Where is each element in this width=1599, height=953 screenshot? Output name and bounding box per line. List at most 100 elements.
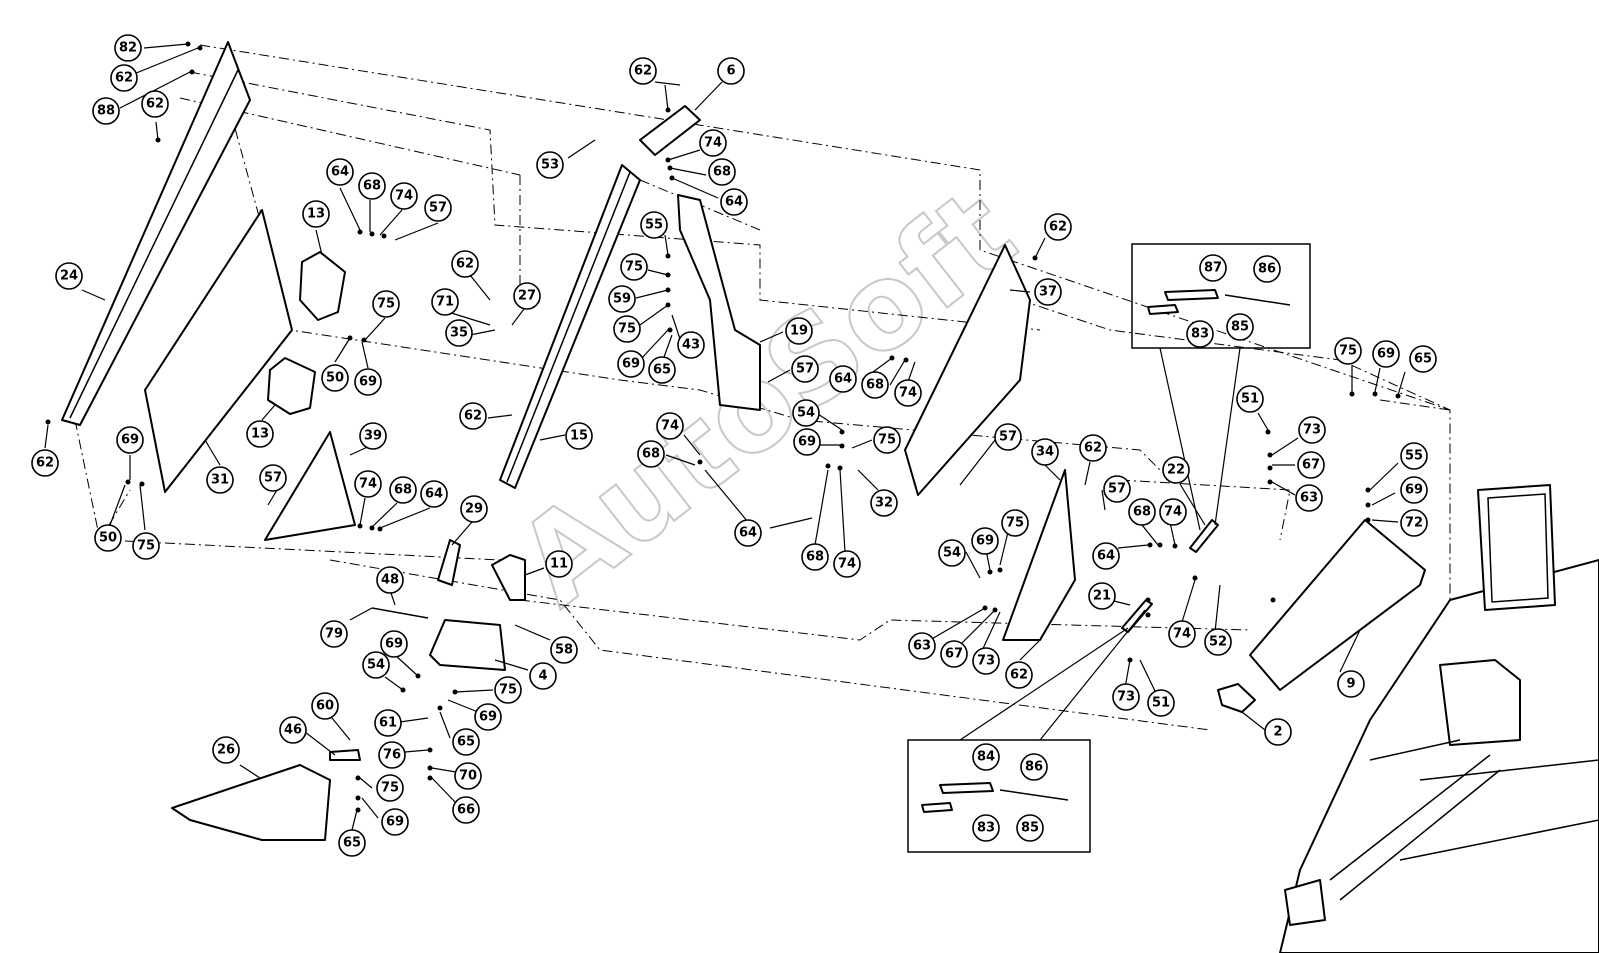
callout-label: 86	[1258, 262, 1276, 277]
callout-label: 85	[1231, 320, 1249, 335]
callout-label: 6	[726, 64, 735, 79]
callout-label: 54	[943, 546, 961, 561]
callout-circle	[454, 762, 482, 790]
callout-label: 62	[36, 456, 54, 471]
callout-34: 34	[1031, 438, 1059, 466]
callout-label: 68	[866, 378, 884, 393]
callout-83: 83	[1186, 320, 1214, 348]
callout-label: 74	[899, 386, 917, 401]
callout-circle	[116, 426, 144, 454]
callout-label: 74	[838, 557, 856, 572]
callout-label: 68	[642, 447, 660, 462]
part-26-hopper	[171, 764, 331, 841]
part-11-bracket	[491, 554, 526, 601]
callout-circle	[338, 829, 366, 857]
callout-circle	[1088, 582, 1116, 610]
callout-circle	[1005, 661, 1033, 689]
part-48-shaft	[371, 607, 429, 619]
callout-circle	[31, 449, 59, 477]
callout-circle	[971, 527, 999, 555]
callout-75: 75	[873, 426, 901, 454]
callout-64: 64	[326, 158, 354, 186]
callout-69: 69	[116, 426, 144, 454]
callout-73: 73	[972, 647, 1000, 675]
callout-circle	[550, 636, 578, 664]
callout-label: 54	[797, 406, 815, 421]
callout-label: 34	[1036, 445, 1054, 460]
callout-circle	[1031, 438, 1059, 466]
callout-64: 64	[420, 480, 448, 508]
callout-label: 73	[977, 654, 995, 669]
callout-label: 61	[379, 716, 397, 731]
callout-circle	[494, 676, 522, 704]
callout-51: 51	[1147, 689, 1175, 717]
callout-label: 69	[1405, 483, 1423, 498]
callout-61: 61	[374, 709, 402, 737]
callout-label: 68	[1133, 505, 1151, 520]
callout-68: 68	[1128, 498, 1156, 526]
callout-label: 50	[99, 531, 117, 546]
callout-68: 68	[801, 543, 829, 571]
callout-70: 70	[454, 762, 482, 790]
callout-65: 65	[1409, 345, 1437, 373]
callout-label: 4	[538, 669, 547, 684]
callout-circle	[972, 814, 1000, 842]
callout-69: 69	[354, 368, 382, 396]
callout-52: 52	[1204, 628, 1232, 656]
callout-75: 75	[494, 676, 522, 704]
callout-48: 48	[376, 566, 404, 594]
callout-85: 85	[1016, 814, 1044, 842]
callout-label: 48	[381, 573, 399, 588]
callout-circle	[1298, 416, 1326, 444]
callout-74: 74	[1168, 620, 1196, 648]
callout-circle	[55, 262, 83, 290]
callout-circle	[1400, 509, 1428, 537]
callout-2: 2	[1264, 718, 1292, 746]
callout-64: 64	[829, 365, 857, 393]
part-37-panel	[904, 244, 1031, 496]
callout-label: 73	[1117, 690, 1135, 705]
part-6-bracket	[639, 105, 701, 156]
callout-label: 55	[1405, 449, 1423, 464]
callout-label: 62	[1049, 220, 1067, 235]
callout-circle	[529, 662, 557, 690]
callout-circle	[460, 495, 488, 523]
callout-label: 35	[450, 326, 468, 341]
callout-85: 85	[1226, 313, 1254, 341]
callout-label: 29	[465, 502, 483, 517]
callout-circle	[1159, 498, 1187, 526]
part-19-panel	[677, 194, 761, 411]
callout-59: 59	[608, 285, 636, 313]
callout-circle	[1400, 476, 1428, 504]
part-15-channel	[499, 164, 641, 489]
callout-87: 87	[1199, 254, 1227, 282]
callout-circle	[376, 566, 404, 594]
callout-circle	[378, 741, 406, 769]
callout-circle	[381, 808, 409, 836]
callout-76: 76	[378, 741, 406, 769]
callout-69: 69	[1372, 340, 1400, 368]
callout-35: 35	[445, 319, 473, 347]
callout-circle	[1236, 385, 1264, 413]
part-21-clip	[1121, 599, 1153, 633]
callout-circle	[791, 355, 819, 383]
callout-circle	[1034, 278, 1062, 306]
callout-86: 86	[1020, 753, 1048, 781]
callout-circle	[1199, 254, 1227, 282]
callout-circle	[1112, 683, 1140, 711]
callout-label: 9	[1346, 677, 1355, 692]
callout-55: 55	[640, 211, 668, 239]
callout-69: 69	[380, 630, 408, 658]
callout-circle	[110, 64, 138, 92]
callout-58: 58	[550, 636, 578, 664]
callout-label: 57	[264, 471, 282, 486]
callout-label: 85	[1021, 821, 1039, 836]
callout-74: 74	[894, 379, 922, 407]
callout-57: 57	[259, 464, 287, 492]
callout-label: 69	[359, 375, 377, 390]
callout-79: 79	[320, 620, 348, 648]
callout-label: 74	[661, 419, 679, 434]
callout-circle	[1264, 718, 1292, 746]
callout-circle	[354, 368, 382, 396]
callout-label: 67	[945, 647, 963, 662]
